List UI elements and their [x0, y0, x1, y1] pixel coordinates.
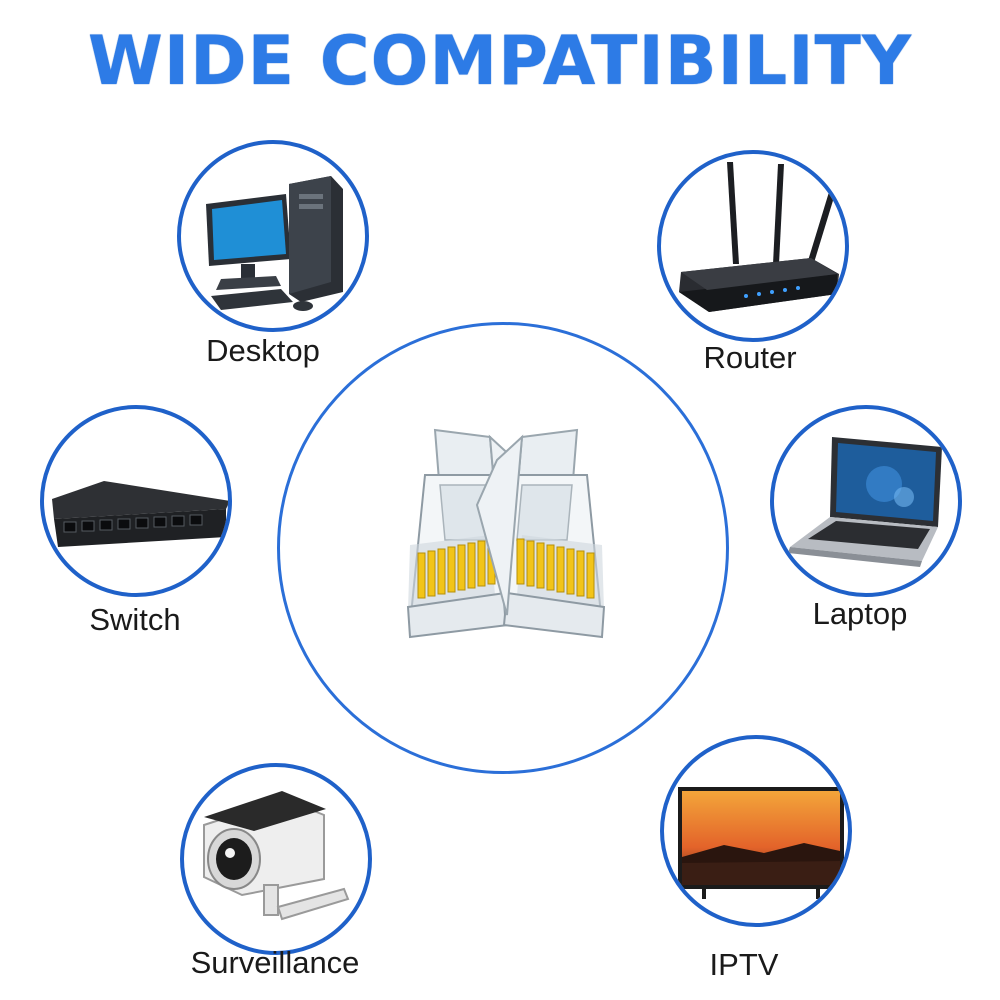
security-camera-icon — [203, 791, 350, 921]
laptop-label: Laptop — [812, 596, 908, 631]
desktop-label: Desktop — [206, 333, 320, 368]
iptv-circle — [660, 735, 852, 927]
center-connector-circle — [277, 322, 729, 774]
surveillance-circle — [180, 763, 372, 955]
laptop-circle — [770, 405, 962, 597]
television-icon — [678, 787, 844, 899]
switch-circle — [40, 405, 232, 597]
desktop-circle — [177, 140, 369, 332]
network-switch-icon — [52, 481, 228, 547]
router-label: Router — [703, 340, 797, 375]
laptop-icon — [788, 437, 942, 567]
desktop-computer-icon — [206, 176, 343, 311]
switch-label: Switch — [89, 602, 181, 637]
router-circle — [657, 150, 849, 342]
router-icon — [679, 162, 839, 312]
iptv-label: IPTV — [709, 947, 779, 982]
surveillance-label: Surveillance — [190, 945, 360, 980]
page-title: WIDE COMPATIBILITY — [87, 22, 913, 101]
rj45-connector-icon — [406, 428, 606, 639]
